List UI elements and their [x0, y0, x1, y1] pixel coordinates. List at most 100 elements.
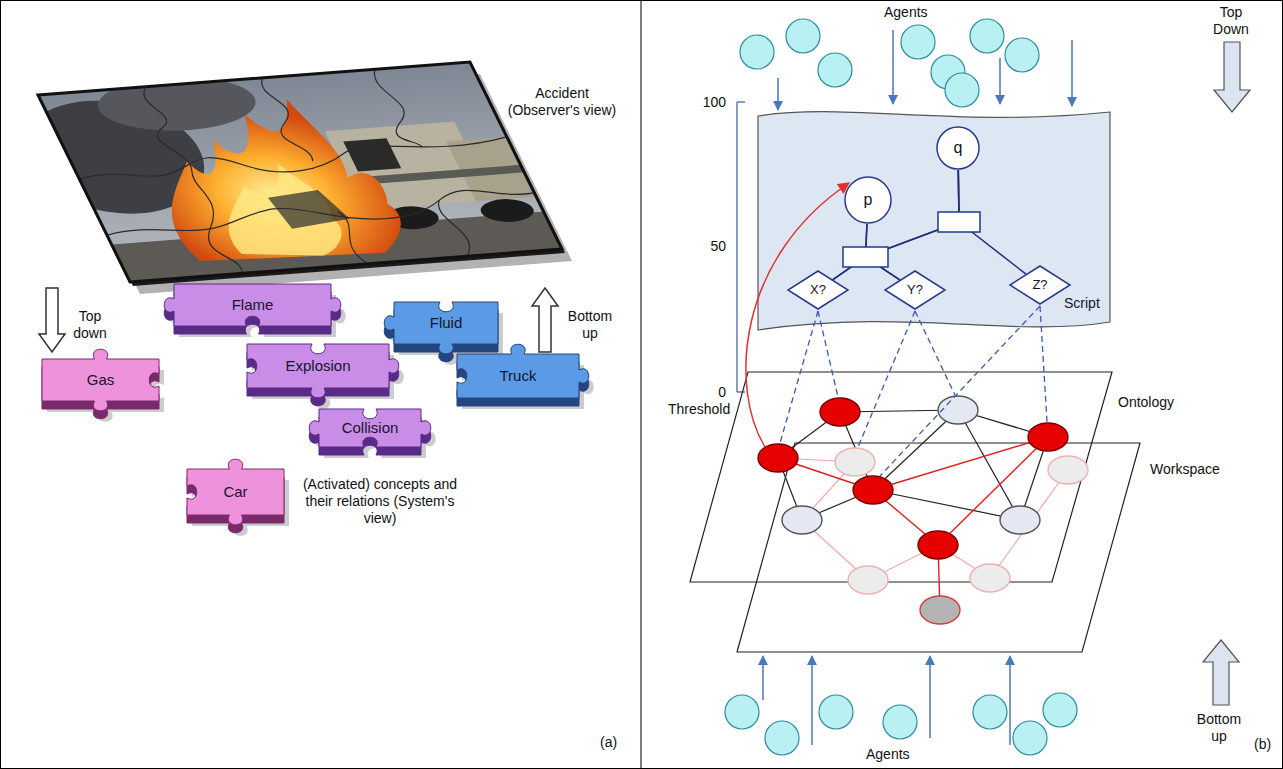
panel-divider: [641, 0, 642, 769]
node-text: Y?: [907, 283, 923, 298]
piece-label: Collision: [342, 419, 399, 436]
accident-photo: [38, 62, 562, 282]
node-text: Z?: [1032, 278, 1047, 293]
active-relations: [778, 437, 1048, 610]
binding-dashes: [858, 311, 915, 447]
accident-photo: [118, 95, 417, 267]
piece-label: Gas: [87, 371, 115, 388]
accident-photo: [0, 55, 562, 286]
ontology-plane: [690, 372, 1112, 582]
threshold-label: Threshold: [668, 401, 730, 418]
agent-circles: [725, 19, 1077, 755]
arrow-label: Top Down: [1203, 4, 1259, 38]
accident-photo: [197, 162, 353, 262]
concept-ellipses: [970, 564, 1010, 592]
concept-ellipses: [1048, 456, 1088, 484]
binding-dashes: [780, 311, 818, 443]
agents-label: Agents: [884, 4, 928, 21]
agent-arrows: [811, 656, 813, 745]
piece-label: Truck: [500, 367, 537, 384]
agent-arrows: [1009, 656, 1011, 745]
agent-circles: [786, 19, 820, 53]
concept-relations: [958, 410, 1020, 520]
binding-dashes: [915, 311, 955, 395]
node-text: X?: [810, 283, 826, 298]
agent-circles: [725, 695, 759, 729]
piece-face: [457, 344, 589, 398]
concept-ellipses: [758, 444, 798, 472]
piece-face: [164, 284, 341, 326]
piece-face: [247, 344, 399, 398]
layer-label: Workspace: [1150, 461, 1220, 478]
piece-face: [384, 302, 498, 354]
agent-arrows: [763, 30, 1072, 745]
agent-circles: [819, 695, 853, 729]
layer-label: Ontology: [1118, 394, 1174, 411]
arrow-label: Top down: [68, 308, 112, 342]
piece-label: Car: [223, 483, 247, 500]
concept-relations: [873, 410, 958, 490]
agent-circles: [973, 695, 1007, 729]
puzzle-piece: Truck: [443, 340, 593, 420]
arrow-label: Bottom up: [1190, 711, 1248, 745]
query-diamond: Z?: [1009, 265, 1071, 305]
accident-photo: [74, 135, 516, 188]
accident-photo: [334, 211, 368, 264]
agent-arrows: [777, 78, 779, 110]
accident-photo: [38, 62, 562, 282]
concept-relations: [873, 490, 1020, 520]
goal-circle-outline: [845, 177, 891, 223]
script-panel: ScriptpqX?Y?Z?: [758, 108, 1110, 336]
accident-photo: [254, 77, 314, 163]
query-diamond-outline: [788, 271, 848, 309]
accident-photo: [133, 86, 245, 275]
query-diamond: Y?: [884, 270, 946, 310]
threshold-scale: [736, 102, 737, 392]
agent-arrows: [762, 656, 764, 700]
agent-circles: [1043, 693, 1077, 727]
piece-face: [187, 459, 284, 525]
binding-dashes: [880, 306, 1040, 476]
accident-photo: [99, 185, 541, 239]
binding-dashes: [818, 311, 838, 397]
puzzle-piece: Car: [173, 455, 298, 537]
goal-circle: q: [936, 126, 980, 170]
active-relations: [938, 437, 1048, 545]
threshold-scale: [737, 391, 745, 392]
agent-arrows: [999, 58, 1001, 104]
agent-circles: [765, 721, 799, 755]
top-down-arrow: [39, 288, 65, 352]
agent-circles: [945, 73, 979, 107]
concept-ellipses: [918, 531, 958, 559]
bottom-up-arrow: [1203, 640, 1239, 705]
puzzle-piece: Flame: [160, 270, 345, 348]
goal-circle-outline: [937, 127, 979, 169]
rule-box: [938, 212, 980, 232]
agent-arrows: [1071, 40, 1073, 106]
accident-photo: [266, 189, 353, 230]
concept-ellipses: [1028, 423, 1068, 451]
puzzle-piece: Collision: [305, 395, 435, 469]
query-diamond-outline: [1010, 266, 1070, 304]
script-panel-outline: [758, 112, 1110, 330]
puzzle-piece: Explosion: [233, 330, 403, 410]
piece-label: Fluid: [430, 314, 463, 331]
top-down-arrow: [1214, 42, 1250, 112]
agent-arrows: [892, 30, 894, 104]
faint-relations: [778, 458, 1068, 580]
concept-ellipses: [1000, 506, 1040, 534]
node-text: q: [954, 139, 963, 157]
node-text: p: [864, 191, 873, 209]
concept-ellipses: [938, 396, 978, 424]
query-diamond-outline: [885, 271, 945, 309]
concept-relations: [778, 410, 1048, 520]
rule-box: [843, 247, 888, 267]
concept-ellipses: [782, 506, 822, 534]
scale-number: 0: [690, 384, 726, 401]
query-diamond: X?: [787, 270, 849, 310]
threshold-scale: [737, 102, 745, 392]
agent-circles: [970, 19, 1004, 53]
photo-caption: Accident (Observer's view): [500, 85, 624, 119]
scale-number: 50: [690, 238, 726, 255]
